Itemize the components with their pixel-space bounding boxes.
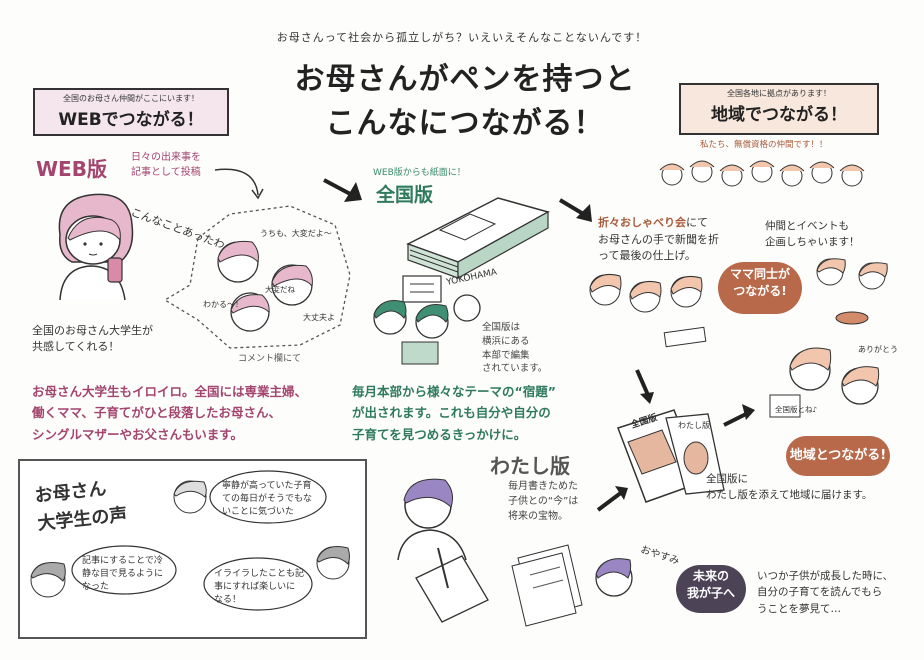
event-text: 仲間とイベントも 企画しちゃいます！ bbox=[765, 218, 860, 251]
voices-title: お母さん 大学生の声 bbox=[33, 473, 129, 538]
national-text-line-1: 毎月本部から様々なテーマの“宿題” bbox=[352, 384, 556, 399]
web-caption: 全国のお母さん大学生が 共感してくれる！ bbox=[32, 323, 153, 355]
hq-building bbox=[402, 275, 442, 303]
voice-2: 記事にすることで冷静な目で見るようになった bbox=[82, 556, 164, 593]
reply-2: わかる～！ bbox=[203, 300, 243, 309]
arrow-papers-to-local bbox=[723, 411, 749, 427]
national-body-text: 毎月本部から様々なテーマの“宿題” が出されます。これも自分や自分の 子育てを見… bbox=[352, 381, 612, 445]
future-bubble-line-1: 未来の bbox=[692, 569, 729, 583]
arrow-watashi-to-papers bbox=[596, 490, 624, 512]
web-description: 日々の出来事を 記事として投稿 bbox=[131, 150, 201, 180]
voice-1: 寧静が高っていた子育ての毎日がそうでもないことに気づいた bbox=[222, 481, 313, 518]
comment-label: コメント欄にて bbox=[238, 354, 302, 364]
watashi-caption-line-3: 将来の宝物。 bbox=[508, 511, 568, 522]
web-tag: 全国のお母さん仲間がここにいます！ WEBでつながる！ bbox=[33, 88, 229, 136]
web-text-line-1: お母さん大学生もイロイロ。全国には専業主婦、 bbox=[32, 384, 308, 399]
folding-line-1-rest: にて bbox=[686, 216, 708, 229]
national-sub: WEB版からも紙面に！ bbox=[373, 168, 466, 178]
deliver-line-1: 全国版に bbox=[706, 473, 748, 485]
future-text-line-3: うことを夢見て… bbox=[757, 602, 841, 615]
deliver-text: 全国版に わたし版を添えて地域に届けます。 bbox=[706, 471, 872, 504]
national-title: 全国版 bbox=[376, 184, 434, 206]
community-people bbox=[769, 347, 880, 418]
voice-3: イライラしたことも記事にすれば楽しいになる！ bbox=[214, 569, 305, 606]
event-line-1: 仲間とイベントも bbox=[765, 220, 849, 232]
mama-bubble-line-1: ママ同士が bbox=[729, 267, 790, 281]
mama-bubble-line-2: つながる! bbox=[733, 284, 787, 299]
web-ban-title: WEB版 bbox=[36, 157, 107, 181]
reply-1: うちも、大変だよ～ bbox=[260, 228, 332, 238]
writing-mom bbox=[397, 478, 489, 623]
future-text: いつか子供が成長した時に、 自分の子育てを読んでもら うことを夢見て… bbox=[757, 568, 893, 617]
event-moms bbox=[816, 258, 888, 325]
watashi-caption-line-2: 子供との“今”は bbox=[508, 496, 579, 507]
local-connect-bubble: 地域とつながる! bbox=[786, 436, 890, 476]
web-curve-arrow bbox=[214, 168, 259, 196]
local-tag: 全国各地に拠点があります！ 地域でつながる！ bbox=[679, 83, 879, 135]
local-group-faces bbox=[659, 160, 865, 187]
comment-cloud bbox=[163, 205, 351, 349]
papers-illustration bbox=[617, 409, 725, 503]
voices-faces-top bbox=[30, 470, 350, 611]
main-title-line-1: お母さんがペンを持つと bbox=[294, 62, 636, 97]
future-text-line-1: いつか子供が成長した時に、 bbox=[757, 570, 894, 582]
future-bubble-line-2: 我が子へ bbox=[686, 585, 735, 600]
newspaper-stack bbox=[406, 197, 550, 280]
web-text-line-3: シングルマザーやお父さんもいます。 bbox=[32, 426, 244, 442]
mama-connect-bubble: ママ同士が つながる! bbox=[718, 262, 802, 314]
folding-event-name: 折々おしゃべり会 bbox=[598, 216, 686, 229]
sleeping-child-mom bbox=[595, 558, 633, 597]
local-sub-caption: 私たち、無償資格の仲間です！！ bbox=[700, 140, 828, 150]
comment-faces bbox=[217, 240, 313, 332]
local-speech-2: 全国版とね♪ bbox=[775, 404, 817, 414]
stacked-papers bbox=[511, 544, 583, 627]
local-tag-main: 地域でつながる！ bbox=[711, 105, 847, 125]
reply-3: 大丈夫よ bbox=[303, 312, 335, 322]
folding-moms bbox=[589, 273, 707, 348]
folding-text: 折々おしゃべり会にて お母さんの手で新聞を折 って最後の仕上げ。 bbox=[598, 215, 719, 265]
watashi-caption-line-1: 毎月書きためた bbox=[508, 481, 578, 492]
main-title-line-2: こんなにつながる！ bbox=[325, 105, 605, 141]
event-line-2: 企画しちゃいます！ bbox=[765, 236, 860, 249]
deliver-line-2: わたし版を添えて地域に届けます。 bbox=[706, 489, 873, 502]
editor-staff bbox=[373, 294, 481, 365]
arrow-national-to-local bbox=[558, 198, 587, 217]
local-tag-sub: 全国各地に拠点があります！ bbox=[727, 89, 831, 98]
web-text-line-2: 働くママ、子育てがひと段落したお母さん、 bbox=[32, 405, 282, 421]
future-bubble: 未来の 我が子へ bbox=[676, 565, 746, 613]
national-caption-line-3: 本部で編集 bbox=[482, 349, 530, 361]
web-body-text: お母さん大学生もイロイロ。全国には専業主婦、 働くママ、子育てがひと段落したお母… bbox=[32, 381, 362, 445]
national-caption: 全国版は 横浜にある 本部で編集 されています。 bbox=[482, 321, 547, 376]
folding-line-3: って最後の仕上げ。 bbox=[598, 249, 696, 262]
national-caption-line-2: 横浜にある bbox=[482, 335, 530, 347]
web-desc-line-1: 日々の出来事を bbox=[131, 152, 201, 163]
web-tag-sub: 全国のお母さん仲間がここにいます！ bbox=[63, 94, 199, 103]
web-mom-illustration bbox=[58, 193, 134, 301]
top-caption: お母さんって社会から孤立しがち？いえいえそんなことないんです！ bbox=[276, 31, 648, 44]
folding-line-2: お母さんの手で新聞を折 bbox=[598, 232, 719, 246]
national-text-line-2: が出されます。これも自分や自分の bbox=[352, 405, 551, 421]
paper-label-watashi: わたし版 bbox=[678, 420, 710, 430]
national-caption-line-4: されています。 bbox=[482, 363, 548, 375]
national-caption-line-1: 全国版は bbox=[482, 322, 521, 333]
arrow-web-to-national bbox=[323, 178, 355, 198]
web-desc-line-2: 記事として投稿 bbox=[131, 167, 201, 178]
web-tag-main: WEBでつながる！ bbox=[58, 110, 204, 130]
web-caption-line-2: 共感してくれる！ bbox=[32, 339, 120, 353]
watashi-title: わたし版 bbox=[490, 454, 570, 478]
reply-4: 大変だね bbox=[265, 284, 295, 294]
arrow-down-to-papers bbox=[635, 369, 650, 396]
main-title: お母さんがペンを持つと こんなにつながる！ bbox=[250, 58, 680, 145]
national-text-line-3: 子育てを見つめるきっかけに。 bbox=[352, 426, 527, 442]
web-caption-line-1: 全国のお母さん大学生が bbox=[32, 324, 153, 337]
local-speech-1: ありがとう bbox=[858, 344, 898, 354]
future-text-line-2: 自分の子育てを読んでもら bbox=[757, 586, 883, 599]
watashi-caption: 毎月書きためた 子供との“今”は 将来の宝物。 bbox=[508, 479, 578, 524]
